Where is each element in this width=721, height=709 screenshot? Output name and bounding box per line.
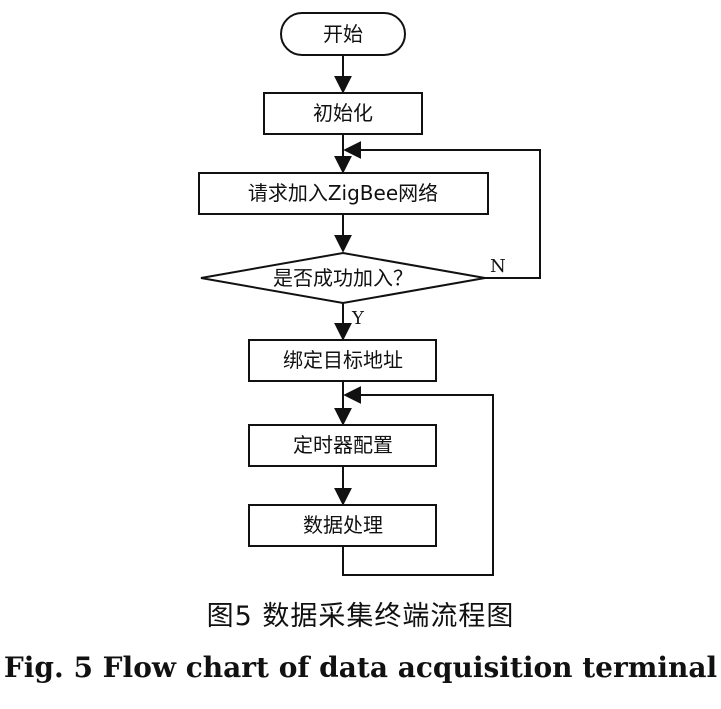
join-request-label: 请求加入ZigBee网络	[248, 181, 438, 205]
join-request-box	[198, 172, 489, 215]
join-decision-label: 是否成功加入？	[273, 266, 413, 290]
figure-caption-en: Fig. 5 Flow chart of data acquisition te…	[3, 651, 718, 684]
timer-config-label: 定时器配置	[293, 433, 393, 457]
arrow-no-loop	[343, 141, 541, 279]
init-label: 初始化	[313, 101, 373, 125]
bind-address-label: 绑定目标地址	[283, 348, 403, 372]
figure-caption-cn: 图5 数据采集终端流程图	[206, 601, 515, 632]
no-label: N	[490, 256, 506, 277]
yes-label: Y	[351, 308, 365, 329]
data-process-label: 数据处理	[303, 513, 383, 537]
arrow-process-loop	[342, 386, 494, 576]
timer-config-box	[248, 424, 437, 467]
start-label: 开始	[323, 22, 363, 46]
data-process-box	[248, 504, 437, 547]
